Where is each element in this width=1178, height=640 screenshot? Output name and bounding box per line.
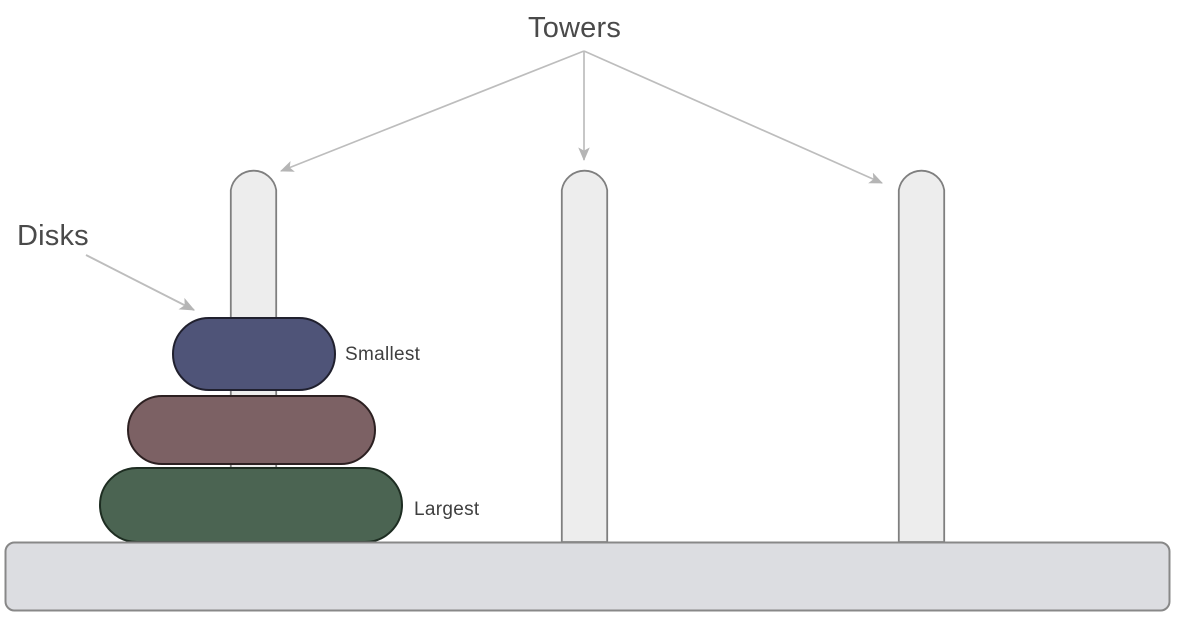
disk-smallest[interactable]: [172, 317, 336, 391]
disk-middle[interactable]: [127, 395, 376, 465]
towers-callout-arrows: [280, 50, 883, 184]
disks-callout-arrow: [85, 254, 196, 311]
base-bar: [4, 541, 1171, 612]
tower-middle[interactable]: [560, 169, 609, 543]
tower-right[interactable]: [897, 169, 946, 543]
label-disks: Disks: [17, 220, 89, 252]
arrow-towers-to-right-tower: [583, 50, 883, 184]
tower-right-peg[interactable]: [897, 169, 946, 543]
label-towers: Towers: [528, 12, 622, 44]
label-smallest-disk: Smallest: [345, 344, 421, 365]
tower-middle-peg[interactable]: [560, 169, 609, 543]
arrow-disks-to-smallest-disk: [85, 254, 196, 311]
arrow-towers-to-left-tower: [280, 50, 585, 172]
label-largest-disk: Largest: [414, 499, 480, 520]
